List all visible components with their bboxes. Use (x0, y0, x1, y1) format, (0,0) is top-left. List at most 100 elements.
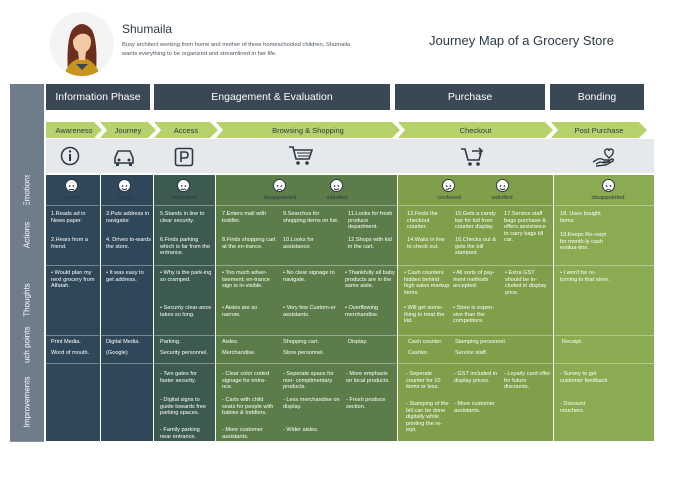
touchpoint-text: Cash counter. (408, 339, 443, 345)
stage-access: Access (154, 122, 218, 138)
touchpoint-text: Aisles. (222, 339, 239, 345)
stage-browsing-shopping: Browsing & Shopping (216, 122, 400, 138)
action-text: 1.Reads ad in News paper. (51, 211, 86, 224)
improvement-text: - GST included in display prices. (454, 371, 498, 384)
disappointed-face-icon (602, 179, 615, 192)
column-checkout (398, 175, 553, 441)
confused-face-icon (442, 179, 455, 192)
improvement-text: - Survey to get customer feedback. (560, 371, 609, 384)
icon-band (46, 139, 654, 173)
row-label-touchpoints: Touch points (10, 327, 44, 371)
thought-text: • Overflowing merchandise. (345, 305, 379, 318)
improvement-text: - Stamping of the bill can be done digit… (406, 401, 449, 434)
satisfied-face-icon (496, 179, 509, 192)
action-text: 3.Puts address in navigator. (106, 211, 150, 224)
emotion-label: neutral (63, 195, 81, 201)
heart-hand-icon (592, 145, 618, 172)
touchpoint-text: Stamping personnel. (455, 339, 507, 345)
row-divider (46, 363, 654, 364)
improvement-text: - Seperate space for non- complimentary … (283, 371, 334, 391)
thought-text: • Why is the park-ing so cramped. (160, 270, 212, 283)
disappointed-face-icon (273, 179, 286, 192)
touchpoint-text: (Google) (106, 350, 128, 356)
improvement-text: - Seperate counter for 10 items or less. (406, 371, 441, 391)
row-divider (46, 205, 654, 206)
thought-text: • All sorts of pay-ment methods accepted… (453, 270, 495, 290)
satisfied-face-icon (330, 179, 343, 192)
action-text: 12.Shops with kid in the cart. (348, 237, 392, 250)
improvement-text: - Fresh produce section. (346, 397, 386, 410)
stage-journey: Journey (100, 122, 156, 138)
improvement-text: - More customer assistants. (222, 427, 263, 440)
row-divider (46, 335, 654, 336)
row-label-actions: Actions (10, 205, 44, 266)
action-text: 7.Enters mall with toddler. (222, 211, 267, 224)
action-text: 5.Stands in line to clear security. (160, 211, 205, 224)
parking-icon (174, 147, 194, 172)
column-awareness (46, 175, 100, 441)
thought-text: • Very few Custom-er assistants. (283, 305, 336, 318)
improvement-text: - Less merchandise on display. (283, 397, 340, 410)
info-icon (60, 146, 80, 171)
persona-description: Busy architect working from home and mot… (122, 42, 351, 57)
thought-text: • Too much adver-tisement; en-trance sig… (222, 270, 270, 290)
touchpoint-text: Merchandise. (222, 350, 256, 356)
improvement-text: - Discount vouchers. (560, 401, 586, 414)
thought-text: • Will get some-thing to treat the kid. (404, 305, 445, 325)
happy-face-icon (118, 179, 131, 192)
touchpoint-text: Display. (348, 339, 368, 345)
action-text: 18. Uses bought items. (560, 211, 601, 224)
action-text: 8.Finds shopping cart at the en-trance. (222, 237, 276, 250)
improvement-text: - Two gates for faster security. (160, 371, 197, 384)
touchpoint-text: Digital Media. (106, 339, 140, 345)
neutral-face-icon (65, 179, 78, 192)
touchpoint-text: Service staff. (455, 350, 488, 356)
action-text: 10.Looks for assistance. (283, 237, 314, 250)
emotion-label: frustrated (171, 195, 197, 201)
touchpoint-text: Cashier. (408, 350, 429, 356)
row-label-improvements: Improvements (10, 363, 44, 442)
emotion-label: happy (117, 195, 133, 201)
action-text: 11.Looks for fresh produce department. (348, 211, 393, 231)
action-text: 4. Drives to-wards the store. (106, 237, 152, 250)
improvement-text: - Digital signs to guide towards free pa… (160, 397, 207, 417)
action-text: 6.Finds parking which is far from the en… (160, 237, 211, 257)
emotion-label: disappointed (591, 195, 625, 201)
left-rail (10, 84, 44, 175)
touchpoint-text: Security personnel. (160, 350, 208, 356)
action-text: 2.Hears from a friend. (51, 237, 88, 250)
row-divider (46, 265, 654, 266)
thought-text: • No clear signage to navigate. (283, 270, 335, 283)
action-text: 15.Gets a candy bar for kid from counter… (455, 211, 496, 231)
phase-bonding: Bonding (550, 84, 644, 110)
column-browsing (216, 175, 397, 441)
thought-text: • Aisles are so narrow. (222, 305, 258, 318)
action-text: 16.Checks out & gets the bill stamped. (455, 237, 497, 257)
column-post (554, 175, 654, 441)
improvement-text: - Clear color coded signage for entra-nc… (222, 371, 270, 391)
checkout-cart-icon (460, 145, 486, 172)
car-icon (112, 147, 136, 172)
improvement-text: - Wider aisles. (283, 427, 319, 433)
thought-text: • Cash counters hidden behind high sales… (404, 270, 450, 296)
action-text: 14.Waits in line to check out. (407, 237, 445, 250)
thought-text: • Thankfully all baby products are in th… (345, 270, 395, 290)
improvement-text: - Carts with child seats for people with… (222, 397, 274, 417)
row-label-thoughts: Thoughts (10, 265, 44, 336)
emotion-label: disappointed (263, 195, 297, 201)
stage-awareness: Awareness (46, 122, 102, 138)
emotion-label: satisfied (491, 195, 513, 201)
thought-text: • I won't be re-turning to that store. (560, 270, 610, 283)
shopping-cart-icon (288, 145, 314, 172)
thought-text: • Store is expen-sive than the competito… (453, 305, 495, 325)
touchpoint-text: Shopping cart. (283, 339, 320, 345)
thought-text: • It was easy to get address. (106, 270, 144, 283)
phase-information: Information Phase (46, 84, 150, 110)
phase-engagement: Engagement & Evaluation (154, 84, 390, 110)
thought-text: • Extra GST should be in-cluded in displ… (505, 270, 547, 296)
action-text: 17.Service staff bags purchase & offers … (504, 211, 546, 244)
page-title: Journey Map of a Grocery Store (429, 33, 614, 48)
improvement-text: - Loyalty card offer for future discount… (504, 371, 551, 391)
frustrated-face-icon (177, 179, 190, 192)
touchpoint-text: Word of mouth. (51, 350, 90, 356)
